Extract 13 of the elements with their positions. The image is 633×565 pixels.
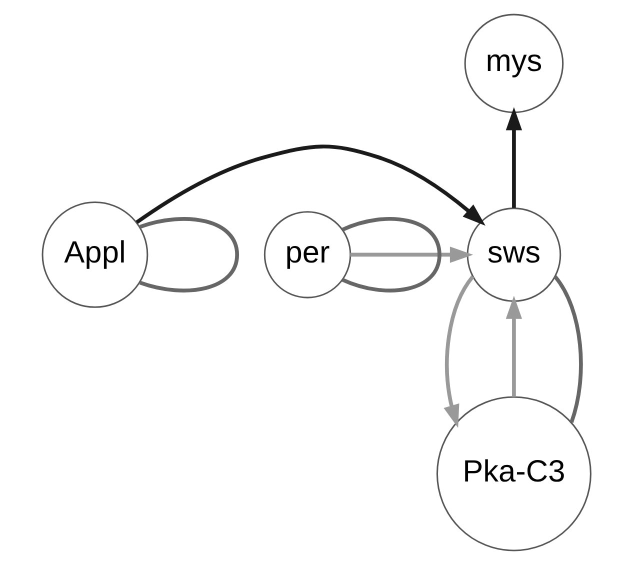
node-circle: per	[264, 211, 352, 298]
node-circle: sws	[466, 208, 562, 302]
arrow	[136, 144, 486, 226]
arrow	[506, 107, 522, 208]
node-circle: Pka-C3	[436, 396, 592, 552]
connector	[554, 275, 583, 423]
arrow	[444, 275, 474, 428]
node-circle: mys	[464, 14, 564, 114]
arrow	[350, 246, 474, 263]
arrow	[506, 296, 522, 397]
connector	[342, 217, 442, 292]
connector	[140, 217, 240, 292]
node-circle: Appl	[42, 201, 148, 308]
